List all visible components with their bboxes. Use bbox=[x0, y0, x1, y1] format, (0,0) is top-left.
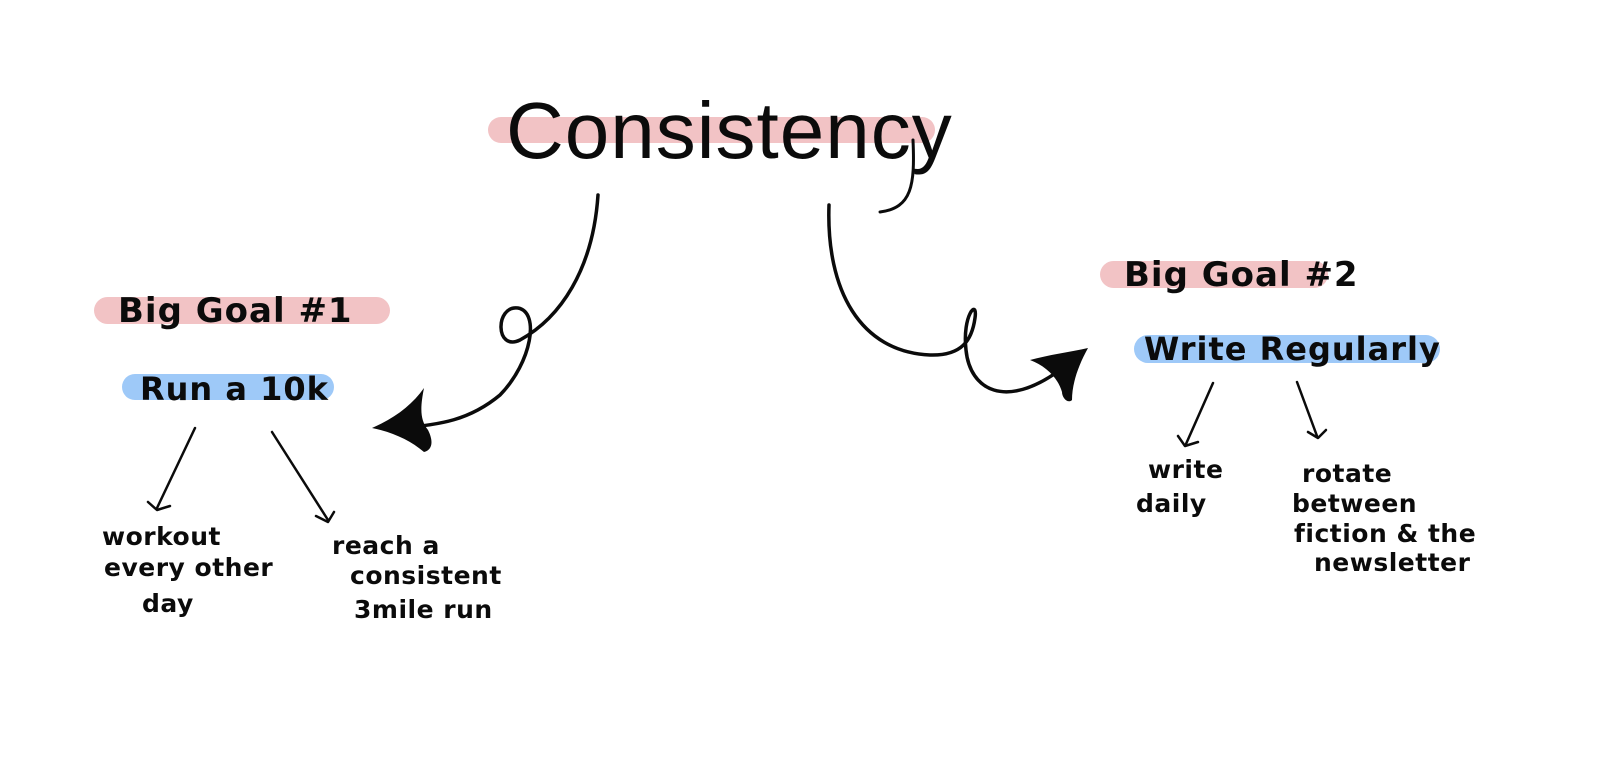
branch-line bbox=[270, 430, 330, 522]
title-y-tail bbox=[878, 138, 915, 214]
goal-1-label: Big Goal #1 bbox=[118, 291, 353, 331]
page-title: Consistency bbox=[506, 86, 953, 175]
goal-2-highlight bbox=[1100, 261, 1328, 288]
goal-1-subgoal-label: Run a 10k bbox=[140, 370, 329, 408]
leaf-line: newsletter bbox=[1314, 548, 1471, 577]
goal-2-node: Big Goal #2 bbox=[1100, 255, 1359, 295]
connector-line bbox=[398, 193, 600, 430]
leaf-line: every other bbox=[104, 553, 273, 582]
branch-line bbox=[155, 426, 197, 510]
arrowhead-icon bbox=[1030, 348, 1088, 402]
goal-1-subgoal-highlight bbox=[122, 374, 334, 400]
goal-2-subgoal-node: Write Regularly bbox=[1134, 330, 1441, 368]
goal-1-branch-arrow-left bbox=[146, 426, 197, 512]
leaf-line: fiction & the bbox=[1294, 519, 1476, 548]
leaf-line: between bbox=[1292, 489, 1417, 518]
leaf-line: write bbox=[1148, 455, 1223, 484]
goal-1-node: Big Goal #1 bbox=[94, 291, 390, 331]
branch-line bbox=[1295, 380, 1319, 438]
goal-2-branch-arrow-right bbox=[1295, 380, 1328, 440]
branch-line bbox=[1184, 381, 1215, 446]
arrow-tip-icon bbox=[1306, 428, 1328, 440]
arrow-tip-icon bbox=[314, 510, 336, 524]
goal-1-leaf-1: workout every other day bbox=[102, 522, 273, 618]
connector-title-to-goal-1 bbox=[372, 193, 600, 452]
goal-1-highlight bbox=[94, 297, 390, 324]
goal-1-branch-arrow-right bbox=[270, 430, 336, 524]
arrow-tip-icon bbox=[1176, 434, 1200, 448]
goal-1-leaf-2: reach a consistent 3mile run bbox=[332, 531, 502, 624]
title-highlight bbox=[488, 117, 935, 143]
goal-2-branch-arrow-left bbox=[1176, 381, 1215, 448]
goal-1-subgoal-node: Run a 10k bbox=[122, 370, 334, 408]
connector-title-to-goal-2 bbox=[827, 203, 1088, 402]
goal-2-label: Big Goal #2 bbox=[1124, 255, 1359, 295]
goal-2-subgoal-label: Write Regularly bbox=[1144, 330, 1441, 368]
leaf-line: consistent bbox=[350, 561, 502, 590]
title-node: Consistency bbox=[488, 86, 953, 214]
leaf-line: 3mile run bbox=[354, 595, 493, 624]
goal-2-subgoal-highlight bbox=[1134, 335, 1440, 363]
leaf-line: day bbox=[142, 589, 194, 618]
leaf-line: daily bbox=[1136, 489, 1207, 518]
goal-2-leaf-1: write daily bbox=[1136, 455, 1223, 518]
leaf-line: workout bbox=[102, 522, 221, 551]
connector-line bbox=[827, 203, 1062, 394]
goal-2-leaf-2: rotate between fiction & the newsletter bbox=[1292, 459, 1476, 577]
arrowhead-icon bbox=[372, 388, 432, 452]
arrow-tip-icon bbox=[146, 500, 172, 512]
leaf-line: reach a bbox=[332, 531, 440, 560]
leaf-line: rotate bbox=[1302, 459, 1392, 488]
